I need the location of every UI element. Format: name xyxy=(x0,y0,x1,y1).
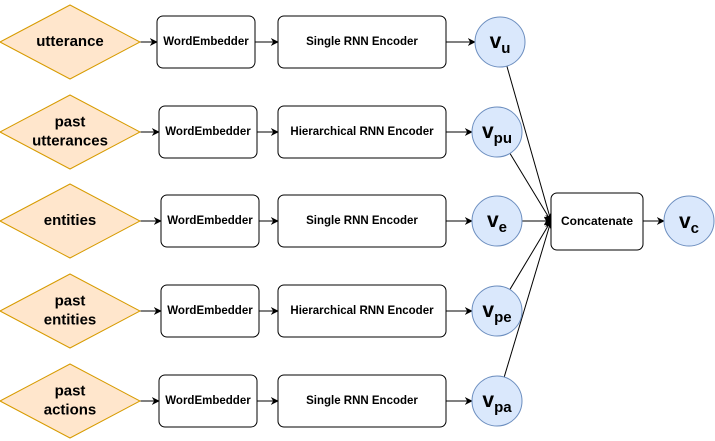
word-embedder-box xyxy=(158,105,258,159)
rnn-encoder-label: Single RNN Encoder xyxy=(306,215,418,227)
input-node-0: utterance xyxy=(0,4,142,80)
vector-node xyxy=(471,285,523,337)
input-label: actions xyxy=(44,401,97,418)
rnn-encoder-label: Hierarchical RNN Encoder xyxy=(290,305,434,317)
rnn-encoder-label: Single RNN Encoder xyxy=(306,36,418,48)
vector-label: ve xyxy=(487,209,507,236)
rnn-encoder-box xyxy=(277,284,447,338)
vector-node xyxy=(471,375,523,427)
input-node-3: past entities xyxy=(0,273,142,349)
word-embedder-box xyxy=(160,284,260,338)
vector-node xyxy=(471,106,523,158)
word-embedder-label: WordEmbedder xyxy=(165,395,251,407)
output-vector-node xyxy=(663,195,715,247)
vector-label: vpe xyxy=(482,299,511,326)
rnn-encoder-box xyxy=(277,194,447,248)
word-embedder-label: WordEmbedder xyxy=(165,126,251,138)
arrow-vector-to-concatenate xyxy=(509,153,552,222)
arrow-vector-to-concatenate xyxy=(509,220,552,290)
input-label: utterance xyxy=(36,33,104,50)
arrow-vector-to-concatenate xyxy=(506,65,553,222)
input-label: past xyxy=(55,292,86,309)
input-diamond xyxy=(0,94,142,170)
arrow-vector-to-concatenate xyxy=(503,220,553,378)
input-label: past xyxy=(55,382,86,399)
word-embedder-box xyxy=(160,194,260,248)
connectors xyxy=(140,38,665,405)
input-label: entities xyxy=(44,311,97,328)
input-label: entities xyxy=(44,212,97,229)
rnn-encoder-label: Single RNN Encoder xyxy=(306,395,418,407)
rnn-encoder-box xyxy=(277,105,447,159)
input-node-4: past actions xyxy=(0,363,142,439)
word-embedder-label: WordEmbedder xyxy=(163,36,249,48)
rnn-encoder-label: Hierarchical RNN Encoder xyxy=(290,126,434,138)
input-diamond xyxy=(0,4,142,80)
input-label: utterances xyxy=(32,132,108,149)
vector-node xyxy=(474,16,526,68)
vector-node xyxy=(471,195,523,247)
vector-label: vu xyxy=(490,30,511,57)
input-node-2: entities xyxy=(0,183,142,259)
output-vector-label: vc xyxy=(679,210,699,237)
word-embedder-box xyxy=(156,15,256,69)
input-diamond xyxy=(0,363,142,439)
concatenate-box xyxy=(550,192,644,251)
input-node-1: past utterances xyxy=(0,94,142,170)
input-diamond xyxy=(0,183,142,259)
word-embedder-label: WordEmbedder xyxy=(167,305,253,317)
word-embedder-label: WordEmbedder xyxy=(167,215,253,227)
concatenate-label: Concatenate xyxy=(561,214,633,228)
input-label: past xyxy=(55,113,86,130)
vector-label: vpu xyxy=(482,120,512,147)
rnn-encoder-box xyxy=(277,15,447,69)
rnn-encoder-box xyxy=(277,374,447,428)
word-embedder-box xyxy=(158,374,258,428)
input-diamond xyxy=(0,273,142,349)
vector-label: vpa xyxy=(482,389,512,416)
